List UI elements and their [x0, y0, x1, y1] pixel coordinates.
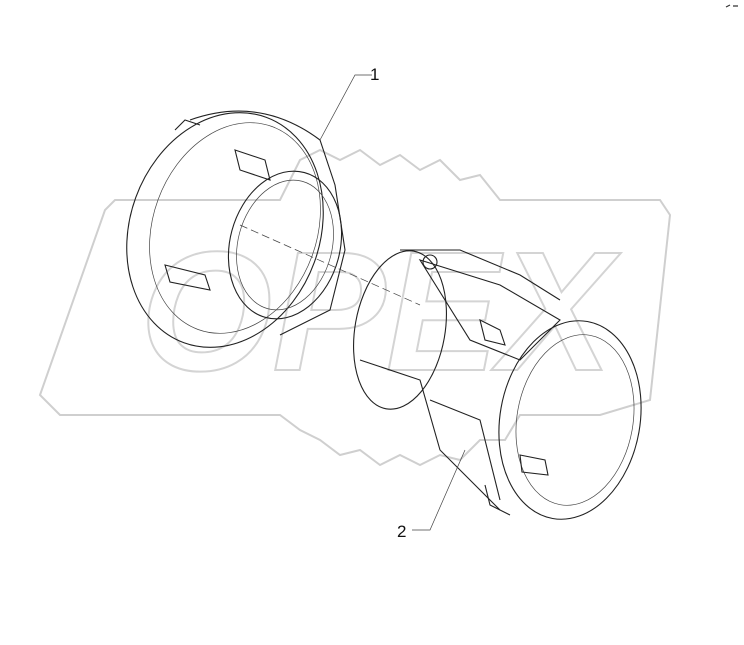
callout-2: 2 — [397, 449, 466, 541]
part-2-adapter — [353, 249, 642, 520]
watermark-text: OPEX — [140, 217, 621, 407]
watermark-gear — [38, 148, 672, 467]
watermark-logo: OPEX — [38, 148, 672, 467]
callout-number-2: 2 — [397, 522, 406, 541]
corner-mark — [725, 4, 738, 8]
part-1-coupling — [126, 110, 421, 348]
callout-1: 1 — [319, 65, 379, 141]
callout-number-1: 1 — [370, 65, 379, 84]
